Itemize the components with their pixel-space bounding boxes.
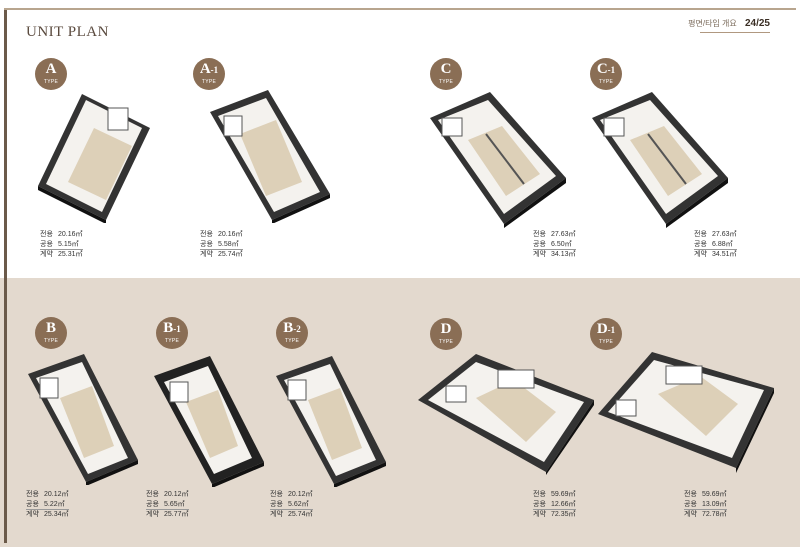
badge-letter: D xyxy=(596,321,608,337)
badge-letter: B xyxy=(163,320,174,336)
type-badge-c: C TYPE xyxy=(430,58,462,90)
floor-plan-b xyxy=(24,350,140,485)
floor-plan-c1 xyxy=(590,88,730,228)
floor-plan-b1 xyxy=(150,352,266,487)
type-badge-a: A TYPE xyxy=(35,58,67,90)
floor-plan-d1 xyxy=(596,348,776,473)
header-subtitle: 평면/타입 개요 xyxy=(688,19,737,28)
badge-sub: -1 xyxy=(607,325,616,335)
badge-letter: A xyxy=(45,61,57,77)
top-border xyxy=(4,8,796,10)
type-badge-b: B TYPE xyxy=(35,317,67,349)
page-number: 24/25 xyxy=(744,18,770,29)
type-badge-d: D TYPE xyxy=(430,318,462,350)
badge-letter: D xyxy=(440,321,452,337)
type-badge-c1: C-1 TYPE xyxy=(590,58,622,90)
badge-type-label: TYPE xyxy=(284,338,300,344)
badge-sub: -1 xyxy=(607,65,616,75)
floor-plan-d xyxy=(416,350,596,475)
badge-letter: C xyxy=(596,61,608,77)
page-title: UNIT PLAN xyxy=(26,24,109,40)
type-badge-b1: B-1 TYPE xyxy=(156,317,188,349)
badge-type-label: TYPE xyxy=(598,339,614,345)
page-header: 평면/타입 개요 24/25 xyxy=(688,18,770,29)
floor-plan-c xyxy=(428,88,568,228)
floor-plan-b2 xyxy=(272,352,388,487)
badge-type-label: TYPE xyxy=(438,339,454,345)
badge-type-label: TYPE xyxy=(438,79,454,85)
floor-plan-a xyxy=(36,88,152,223)
badge-type-label: TYPE xyxy=(201,79,217,85)
badge-type-label: TYPE xyxy=(164,338,180,344)
badge-type-label: TYPE xyxy=(598,79,614,85)
header-rule xyxy=(700,32,770,33)
type-badge-b2: B-2 TYPE xyxy=(276,317,308,349)
badge-letter: C xyxy=(440,61,452,77)
badge-letter: B xyxy=(283,320,294,336)
type-badge-a1: A-1 TYPE xyxy=(193,58,225,90)
badge-sub: -1 xyxy=(210,65,219,75)
type-badge-d1: D-1 TYPE xyxy=(590,318,622,350)
badge-type-label: TYPE xyxy=(43,79,59,85)
badge-sub: -1 xyxy=(173,324,181,334)
floor-plan-a1 xyxy=(206,88,332,223)
badge-type-label: TYPE xyxy=(43,338,59,344)
badge-letter: A xyxy=(199,61,211,77)
badge-sub: -2 xyxy=(293,324,301,334)
badge-letter: B xyxy=(45,320,56,336)
left-border xyxy=(4,8,7,543)
